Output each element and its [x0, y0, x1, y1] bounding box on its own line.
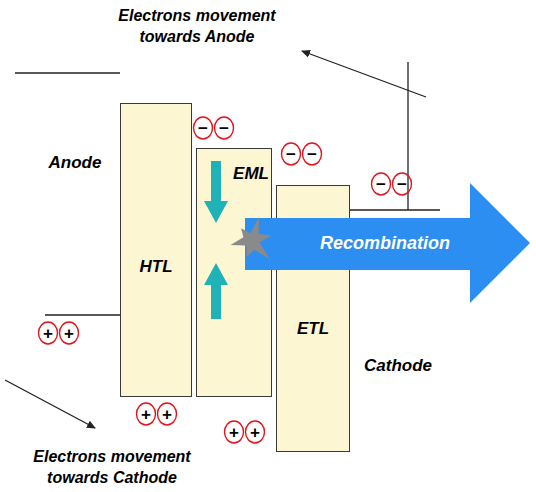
big-arrow — [245, 183, 530, 303]
electrode-name: Cathode — [364, 356, 432, 376]
anode-level — [15, 72, 120, 73]
charge-circles — [39, 117, 412, 443]
electron-flow-arrow — [204, 161, 228, 223]
electron-sign: − — [376, 176, 386, 193]
hole-sign: + — [43, 325, 53, 342]
electron-sign: − — [198, 120, 208, 137]
hole-flow-arrow — [204, 263, 228, 319]
eml-layer: EML — [196, 148, 272, 397]
hole-sign: + — [64, 325, 74, 342]
layer-label: ETL — [297, 319, 329, 339]
recombination-star — [231, 217, 272, 259]
hole-sign: + — [141, 406, 151, 423]
electron-sign: − — [219, 120, 229, 137]
layer-label: HTL — [139, 257, 172, 277]
movement-note: Electrons movement towards Cathode — [17, 447, 207, 489]
htl-layer: HTL — [120, 103, 192, 397]
movement-note: Electrons movement towards Anode — [102, 6, 292, 48]
hole-sign: + — [250, 424, 260, 441]
electron-sign: − — [307, 146, 317, 163]
cathode-level — [350, 209, 440, 210]
arrow-label: Recombination — [320, 233, 450, 254]
carrier-arrows — [197, 149, 273, 398]
electron-sign: − — [286, 146, 296, 163]
hole-sign: + — [162, 406, 172, 423]
anode-level — [45, 314, 120, 315]
movement-arrow — [302, 51, 426, 97]
electron-sign: − — [397, 176, 407, 193]
electrode-name: Anode — [49, 153, 102, 173]
recombination-arrow: Recombination — [230, 182, 532, 304]
hole-sign: + — [229, 424, 239, 441]
layer-label: EML — [233, 164, 269, 184]
movement-arrow — [5, 380, 95, 428]
cathode-level — [407, 62, 408, 210]
